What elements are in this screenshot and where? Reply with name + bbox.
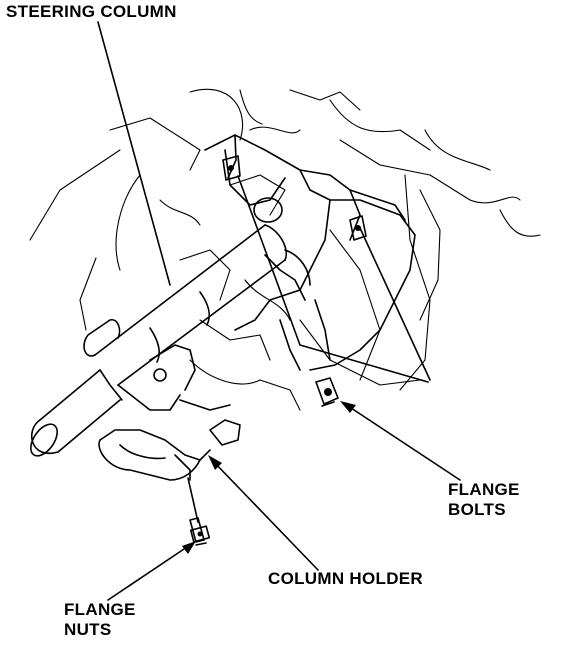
arrow-flange-nuts xyxy=(107,541,196,601)
leader-lines xyxy=(97,21,431,523)
leader-flange-bolts-1 xyxy=(359,227,431,381)
leader-steering-column xyxy=(97,21,171,286)
leader-flange-nuts xyxy=(187,477,199,523)
flange-nuts-label: FLANGE NUTS xyxy=(64,600,136,639)
flange-bolt-lower xyxy=(315,377,339,407)
steering-column-tube xyxy=(30,224,287,457)
flange-bolt-right xyxy=(349,215,367,241)
flange-bolts-label-line2: BOLTS xyxy=(448,499,506,519)
steering-column-label: STEERING COLUMN xyxy=(6,2,177,21)
flange-bolts-label-line1: FLANGE xyxy=(448,480,520,499)
arrow-flange-bolts xyxy=(340,401,461,481)
background-structure xyxy=(29,88,541,411)
flange-bolts-label: FLANGE BOLTS xyxy=(448,480,520,519)
flange-nuts-label-line2: NUTS xyxy=(64,619,112,639)
leader-flange-bolts-2 xyxy=(237,175,429,383)
flange-bolt-upper xyxy=(222,155,241,181)
flange-nuts-label-line1: FLANGE xyxy=(64,600,136,619)
arrow-column-holder xyxy=(208,455,319,571)
column-holder-label: COLUMN HOLDER xyxy=(268,569,423,588)
column-holder-bracket xyxy=(98,399,241,481)
column-housing xyxy=(204,134,416,371)
flange-nut-stud xyxy=(189,517,211,546)
